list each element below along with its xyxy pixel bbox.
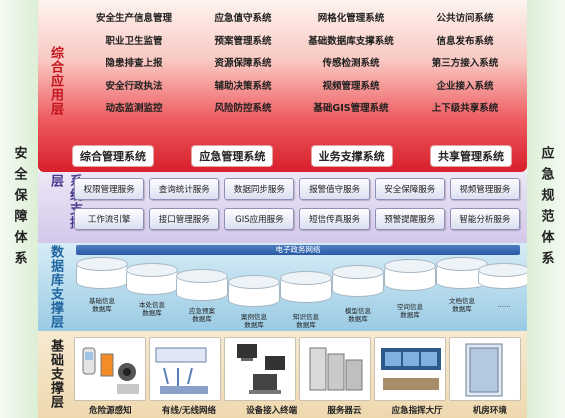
base-item-label: 设备接入终端 <box>246 406 298 416</box>
app-item: 基础数据库支撑系统 <box>308 35 394 47</box>
database-name: 空间信息 数据库 <box>397 303 423 319</box>
app-item: 第三方接入系统 <box>431 58 499 69</box>
service-box: 数据同步服务 <box>224 178 295 200</box>
database-name: 应急预案 数据库 <box>189 307 215 323</box>
system-button: 综合管理系统 <box>72 145 154 167</box>
database-name: 案例信息 数据库 <box>241 313 267 329</box>
database-name: 模型信息 数据库 <box>345 307 371 323</box>
app-item: 信息发布系统 <box>436 35 494 47</box>
service-box: 预警提醒服务 <box>374 208 445 230</box>
gov-network-bar: 电子政务网络 <box>76 245 520 255</box>
app-item: 网格化管理系统 <box>317 13 385 24</box>
terminal-icon <box>237 344 285 394</box>
cylinder-top <box>76 257 128 271</box>
server-image <box>299 337 371 401</box>
cylinder-top <box>384 259 436 273</box>
sensor-devices-image <box>74 337 146 401</box>
machine-room-icon <box>465 343 503 397</box>
database-layer-label: 数据库支撑层 <box>48 245 63 329</box>
cylinder-top <box>228 275 280 289</box>
app-item: 上下级共享系统 <box>431 103 499 114</box>
app-item: 隐患排查上报 <box>105 58 163 69</box>
server-icon <box>309 347 363 391</box>
application-grid: 安全生产信息管理应急值守系统网格化管理系统公共访问系统职业卫生监管预案管理系统基… <box>74 10 520 114</box>
app-item: 企业接入系统 <box>436 80 494 92</box>
service-box: 查询统计服务 <box>149 178 220 200</box>
database-name: …… <box>497 301 511 309</box>
security-guarantee-label: 安全保障体系 <box>11 146 27 272</box>
command-hall-image <box>374 337 446 401</box>
service-box: 安全保障服务 <box>374 178 445 200</box>
app-item: 职业卫生监管 <box>105 35 163 47</box>
base-layer-label: 基础支撑层 <box>48 339 63 409</box>
base-item-label: 危险源感知 <box>89 406 132 416</box>
database-name: 知识信息 数据库 <box>293 313 319 329</box>
service-grid: 权限管理服务查询统计服务数据同步服务报警值守服务安全保障服务视频管理服务工作流引… <box>74 178 520 230</box>
app-item: 传感检测系统 <box>322 58 380 69</box>
base-support-layer: 基础支撑层 <box>38 331 527 418</box>
base-thumbnails <box>74 337 522 401</box>
terminal-image <box>224 337 296 401</box>
base-item-label: 有线/无线网络 <box>161 406 216 416</box>
cylinder-top <box>126 263 178 277</box>
system-button: 共享管理系统 <box>429 145 512 167</box>
emergency-norm-system: 应急规范体系 <box>527 0 565 418</box>
service-box: 视频管理服务 <box>449 178 520 200</box>
app-item: 预案管理系统 <box>214 35 272 47</box>
network-icon <box>155 347 208 394</box>
cylinder-top <box>176 269 228 283</box>
base-item-label: 应急指挥大厅 <box>391 406 443 416</box>
database-cylinders: 基础信息 数据库 本处信息 数据库 应急预案 数据库 案例信息 数据库 知识信息 数据库… <box>76 257 530 329</box>
database-name: 文档信息 数据库 <box>449 297 475 313</box>
system-button: 应急管理系统 <box>191 145 274 167</box>
app-item: 安全行政执法 <box>105 80 163 92</box>
sensor-icon <box>82 347 139 394</box>
cylinder-top <box>478 263 530 277</box>
app-item: 基础GIS管理系统 <box>313 103 389 114</box>
app-item: 应急值守系统 <box>214 13 272 24</box>
base-item-label: 服务器云 <box>327 406 362 416</box>
service-box: 短信传真服务 <box>299 208 370 230</box>
cylinder-top <box>280 271 332 285</box>
app-item: 辅助决策系统 <box>214 80 272 92</box>
cylinder-top <box>332 265 384 279</box>
app-item: 资源保障系统 <box>214 58 272 69</box>
application-layer: 综合应用层 安全生产信息管理 应急值守系统 网格化管理系统 公共访问系统职业卫生监管 预… <box>38 0 527 172</box>
system-bar: 综合管理系统 应急管理系统 业务支撑系统 共享管理系统 <box>72 145 512 167</box>
system-button: 业务支撑系统 <box>310 145 393 167</box>
service-box: 智能分析服务 <box>449 208 520 230</box>
database-name: 本处信息 数据库 <box>139 301 165 317</box>
app-item: 公共访问系统 <box>436 13 494 24</box>
application-layer-label: 综合应用层 <box>48 46 63 116</box>
app-item: 视频管理系统 <box>322 80 380 92</box>
service-box: 接口管理服务 <box>149 208 220 230</box>
base-labels: 危险源感知 有线/无线网络 设备接入终端 服务器云 应急指挥大厅 机房环境 <box>74 404 522 416</box>
database-name: 基础信息 数据库 <box>89 297 115 313</box>
command-hall-icon <box>381 348 441 390</box>
database-support-layer: 数据库支撑层 电子政务网络 基础信息 数据库 本处信息 数据库 应急预案 数据库 案例… <box>38 243 530 331</box>
service-box: 权限管理服务 <box>74 178 145 200</box>
app-item: 动态监测监控 <box>105 103 163 114</box>
architecture-diagram: 综合应用层 安全生产信息管理应急值守系统网格化管理系统公共访问系统职业卫生监管预… <box>38 0 530 418</box>
system-support-layer: 系统支撑层 权限管理服务查询统计服务数据同步服务报警值守服务安全保障服务视频管理… <box>38 172 527 243</box>
base-item-label: 机房环境 <box>472 406 507 416</box>
emergency-norm-label: 应急规范体系 <box>538 146 554 272</box>
app-item: 风险防控系统 <box>214 103 272 114</box>
security-guarantee-system: 安全保障体系 <box>0 0 38 418</box>
network-image <box>149 337 221 401</box>
service-box: GIS应用服务 <box>224 208 295 230</box>
service-box: 报警值守服务 <box>299 178 370 200</box>
machine-room-image <box>449 337 521 401</box>
app-item: 安全生产信息管理 <box>95 13 172 24</box>
service-box: 工作流引擎 <box>74 208 145 230</box>
